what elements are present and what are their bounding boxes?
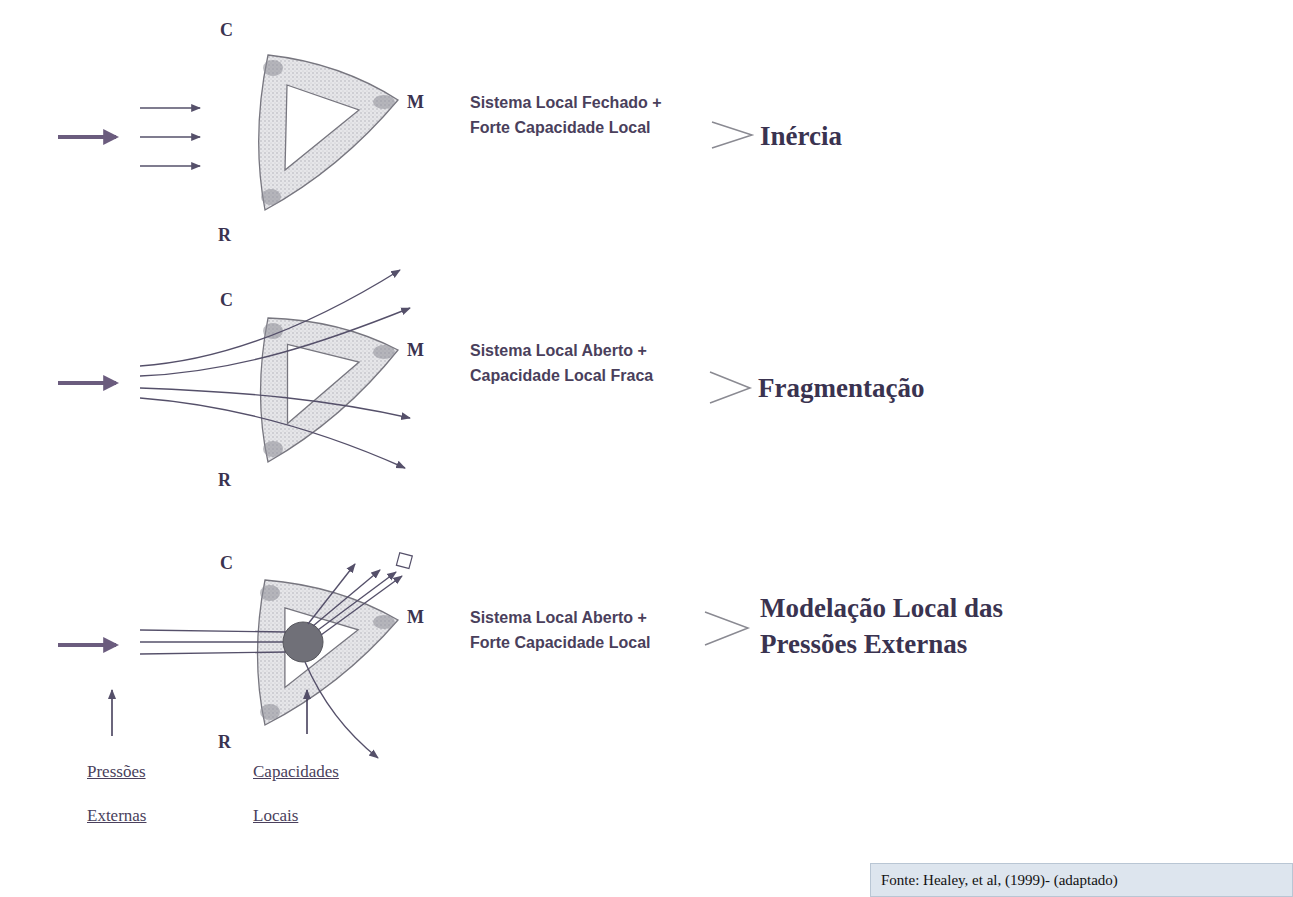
modelled-flow [305, 662, 378, 758]
pressure-arrow [140, 165, 200, 166]
local-capacity-core [283, 622, 323, 662]
pressure-flow [140, 641, 283, 642]
outcome-label: Inércia [760, 118, 1060, 154]
pressure-flow [140, 652, 286, 654]
vertex-letter: R [218, 225, 231, 245]
vertex-letter: M [407, 92, 424, 112]
pressure-flow [140, 630, 286, 632]
result-bracket [710, 372, 750, 403]
vertex-joint [373, 345, 395, 359]
outcome-label: Modelação Local das Pressões Externas [760, 590, 1090, 662]
result-bracket [705, 612, 748, 645]
row-fragmented [58, 270, 750, 468]
local-system-triangle [261, 318, 399, 462]
vertex-letter: C [220, 553, 233, 573]
modelled-flow [313, 570, 380, 626]
modelled-flow [318, 572, 396, 630]
modelled-flow [321, 576, 402, 635]
local-system-triangle [259, 55, 398, 210]
pressure-flow [140, 270, 400, 366]
vertex-joint [260, 704, 280, 720]
vertex-letter: C [220, 20, 233, 40]
vertex-joint [261, 189, 281, 205]
system-description: Sistema Local Aberto + Capacidade Local … [470, 338, 690, 388]
vertex-joint [263, 441, 283, 457]
row-modelled [58, 553, 748, 758]
outcome-label: Fragmentação [758, 370, 1078, 406]
vertex-letter: M [407, 607, 424, 627]
source-text: Fonte: Healey, et al, (1999)- (adaptado) [881, 870, 1282, 890]
vertex-letter: R [218, 732, 231, 752]
pressure-arrow [58, 135, 116, 139]
result-bracket [712, 122, 752, 148]
pressure-arrow [140, 136, 200, 137]
pressure-arrow [58, 643, 116, 647]
vertex-letter: C [220, 290, 233, 310]
vertex-letter: R [218, 470, 231, 490]
vertex-letter: M [407, 340, 424, 360]
source-box: Fonte: Healey, et al, (1999)- (adaptado) [870, 863, 1293, 897]
system-description: Sistema Local Aberto + Forte Capacidade … [470, 605, 690, 655]
pressure-flow [140, 308, 410, 376]
vertex-joint [373, 615, 395, 629]
system-description: Sistema Local Fechado + Forte Capacidade… [470, 90, 690, 140]
pointer-arrow [306, 690, 308, 734]
row-closed [58, 55, 752, 210]
vertex-joint [373, 95, 395, 109]
axis-label: Capacidades Locais [253, 750, 353, 838]
target-box [396, 553, 412, 569]
pressure-arrow [58, 381, 116, 385]
pressure-flow [140, 398, 405, 468]
vertex-joint [263, 323, 283, 339]
pressure-arrow [140, 107, 200, 108]
vertex-joint [263, 60, 283, 76]
pointer-arrow [111, 690, 113, 736]
axis-label: Pressões Externas [87, 750, 165, 838]
vertex-joint [260, 585, 280, 601]
